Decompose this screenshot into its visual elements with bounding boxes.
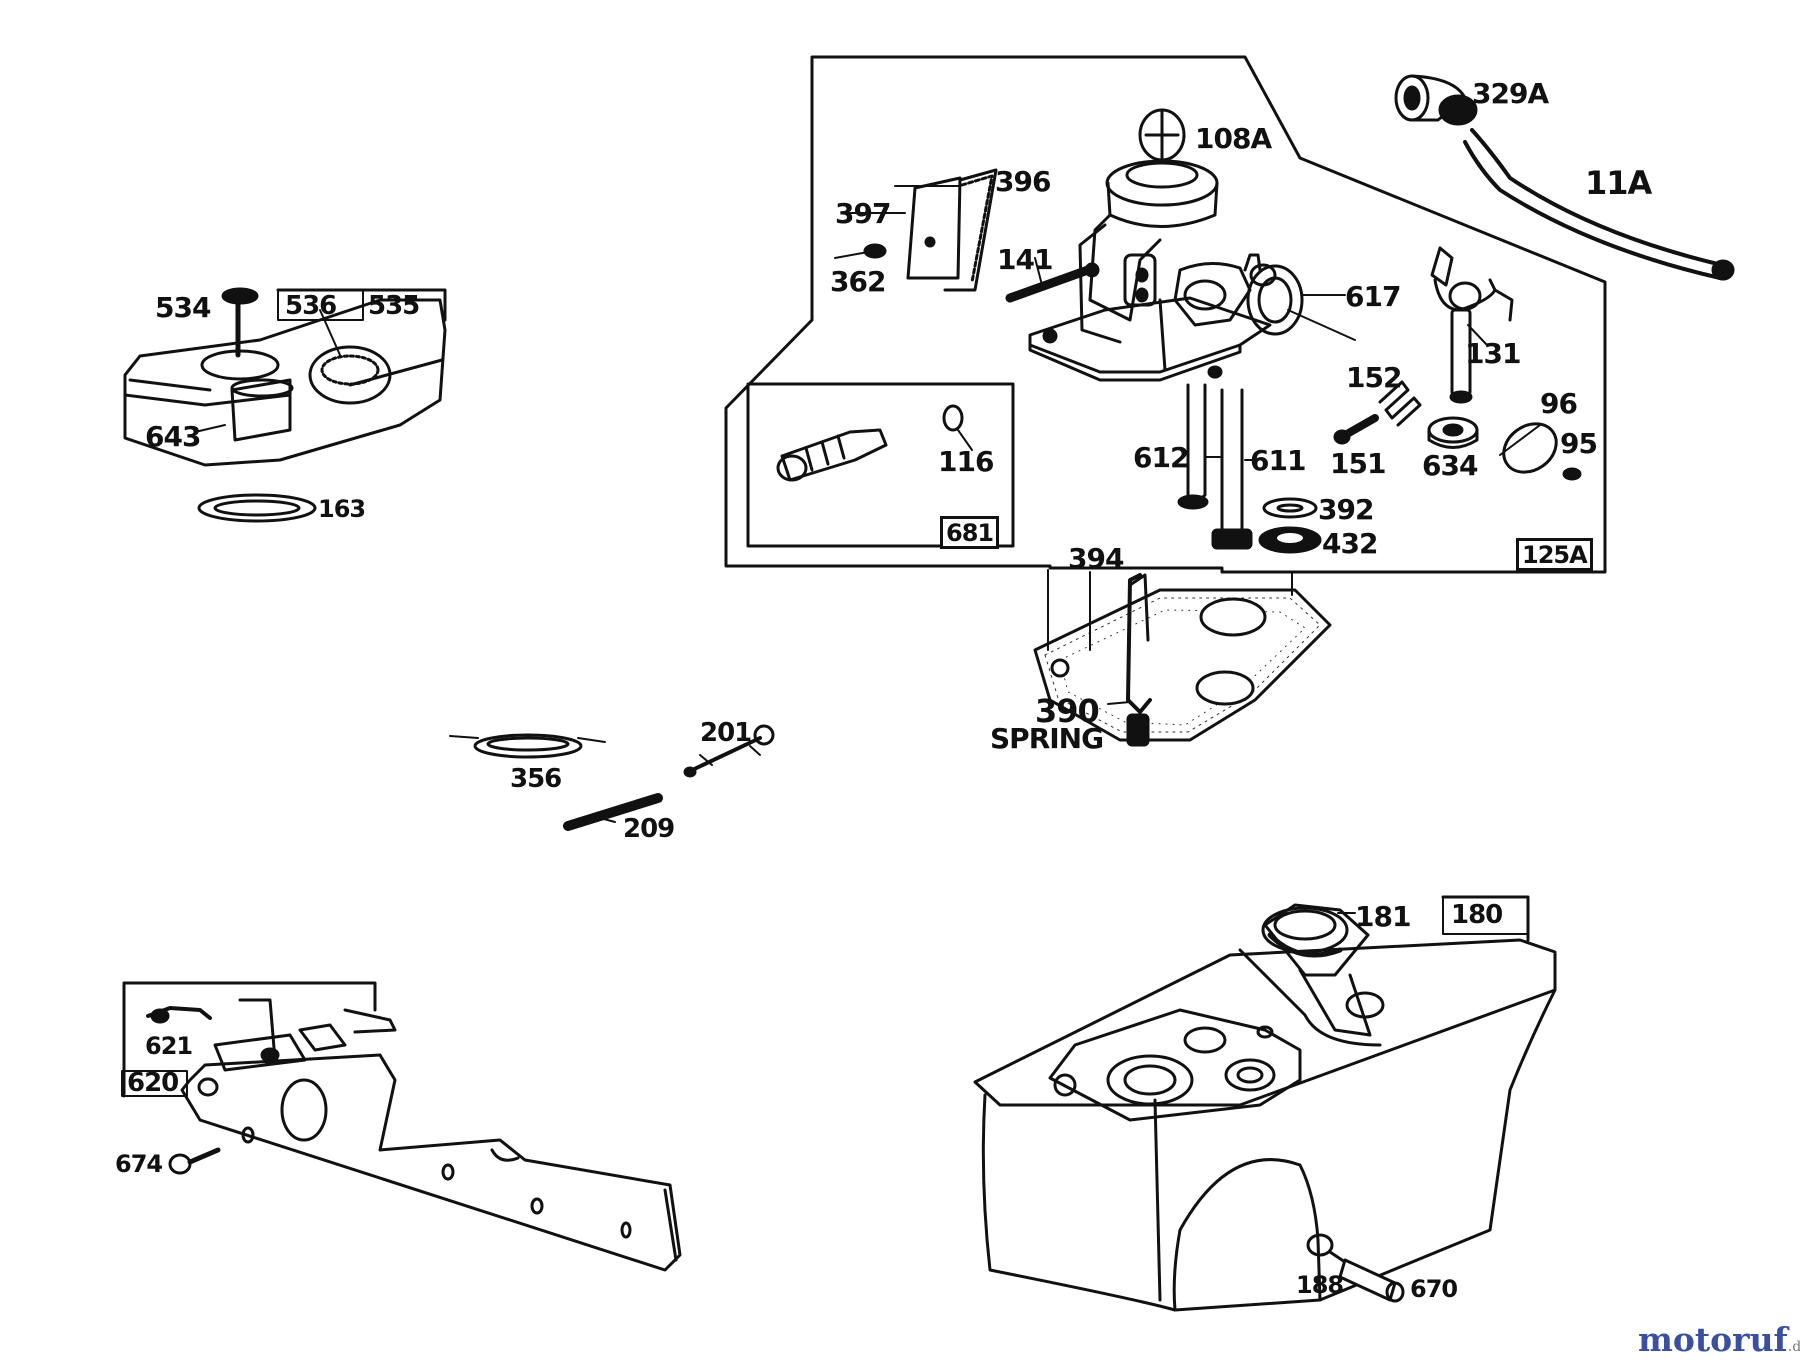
gasket-392-part — [1262, 497, 1318, 519]
label-141: 141 — [997, 243, 1053, 276]
label-611: 611 — [1250, 444, 1306, 477]
label-188: 188 — [1296, 1271, 1344, 1299]
carburetor-assembly-outline — [724, 55, 1607, 574]
label-621: 621 — [145, 1032, 193, 1060]
motoruf-watermark: motoruf.de — [1638, 1320, 1800, 1359]
label-95: 95 — [1560, 427, 1598, 460]
label-681: 681 — [940, 516, 1000, 549]
label-396: 396 — [995, 165, 1051, 198]
screw-534-part — [221, 287, 259, 305]
intake-elbow-part — [1394, 74, 1478, 126]
label-390: 390 — [1035, 692, 1100, 730]
air-filter-536-part — [308, 345, 392, 405]
screw-362-part — [863, 243, 887, 259]
gasket-163-part — [197, 493, 317, 523]
label-181: 181 — [1355, 900, 1411, 933]
fuel-cap-part — [1261, 903, 1385, 1037]
label-180: 180 — [1448, 900, 1506, 929]
o-ring-116-part — [942, 404, 964, 432]
label-125a: 125A — [1516, 538, 1593, 571]
carburetor-body-part — [1028, 159, 1304, 382]
label-329a: 329A — [1472, 77, 1549, 110]
label-535: 535 — [368, 291, 420, 321]
label-612: 612 — [1133, 441, 1189, 474]
label-116: 116 — [938, 445, 994, 478]
label-362: 362 — [830, 265, 886, 298]
screw-674-part — [168, 1153, 192, 1175]
label-131: 131 — [1465, 337, 1521, 370]
fuel-pipe-611-part — [1220, 388, 1244, 537]
washer-634-part — [1427, 416, 1479, 449]
spring-wire-part — [1126, 573, 1152, 714]
label-643: 643 — [145, 420, 201, 453]
pin-141-part — [1005, 265, 1093, 303]
control-bracket-part — [146, 998, 682, 1272]
label-152: 152 — [1346, 361, 1402, 394]
spring-201-part — [686, 736, 762, 774]
label-96: 96 — [1540, 387, 1578, 420]
label-392: 392 — [1318, 493, 1374, 526]
label-674: 674 — [115, 1150, 163, 1178]
label-432: 432 — [1322, 527, 1378, 560]
screw-95-part — [1562, 467, 1582, 481]
label-108a: 108A — [1195, 122, 1272, 155]
filter-part — [906, 168, 998, 292]
fuel-pipe-612-part — [1186, 383, 1207, 502]
watermark-tld: .de — [1787, 1339, 1800, 1355]
label-201: 201 — [700, 718, 752, 748]
label-151: 151 — [1330, 447, 1386, 480]
label-spring: SPRING — [990, 722, 1104, 755]
label-536: 536 — [285, 291, 337, 321]
idle-spring-part — [1378, 380, 1422, 427]
governor-link-part — [563, 793, 663, 831]
label-356: 356 — [510, 764, 562, 794]
fuel-tank-part — [973, 938, 1557, 1312]
throttle-shaft-part — [1430, 246, 1514, 404]
label-209: 209 — [623, 814, 675, 844]
gasket-356-part — [473, 733, 583, 759]
needle-valve-kit-box — [746, 382, 1015, 548]
label-11a: 11A — [1585, 164, 1652, 202]
air-filter-element-part — [230, 378, 292, 442]
label-634: 634 — [1422, 449, 1478, 482]
fuel-line-part — [1470, 128, 1724, 267]
watermark-brand: motoruf — [1638, 1320, 1788, 1359]
label-670: 670 — [1410, 1275, 1458, 1303]
label-617: 617 — [1345, 280, 1401, 313]
needle-valve-part — [776, 428, 888, 482]
label-163: 163 — [318, 495, 366, 523]
label-534: 534 — [155, 291, 211, 324]
choke-knob-part — [1138, 108, 1186, 162]
control-bracket-outline — [122, 981, 377, 1098]
label-620: 620 — [127, 1068, 179, 1098]
label-397: 397 — [835, 197, 891, 230]
label-394: 394 — [1068, 542, 1124, 575]
fitting-188-part — [1306, 1233, 1334, 1257]
plug-96-part — [1502, 422, 1558, 474]
